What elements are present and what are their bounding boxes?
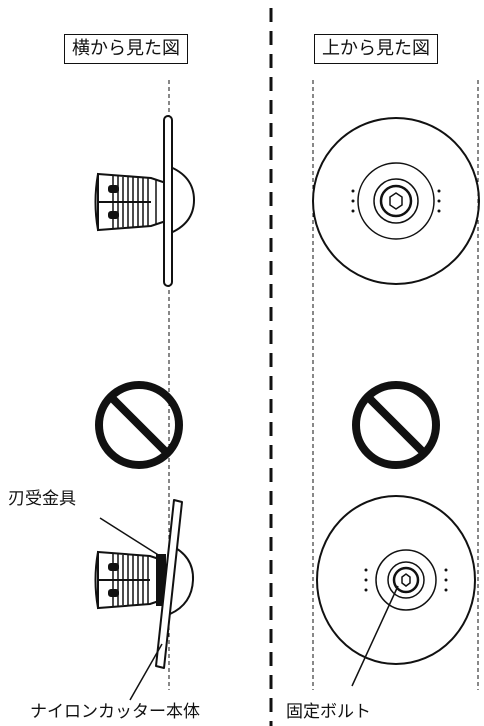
top-view-wrong bbox=[316, 495, 476, 665]
fixing-bolt-label: 固定ボルト bbox=[286, 702, 371, 722]
side-view-correct bbox=[94, 115, 196, 287]
nylon-cutter-side-tilted bbox=[155, 499, 183, 669]
side-view-label: 横から見た図 bbox=[64, 34, 188, 64]
nylon-cutter-side bbox=[163, 115, 173, 287]
nylon-cutter-body-label: ナイロンカッター本体 bbox=[30, 702, 200, 722]
top-view-correct bbox=[312, 117, 480, 285]
side-view-wrong bbox=[94, 499, 195, 669]
top-view-label: 上から見た図 bbox=[314, 34, 438, 64]
leader-lines bbox=[99, 517, 399, 701]
prohibition-icon bbox=[352, 381, 440, 469]
reference-lines bbox=[168, 80, 479, 690]
blade-fitting-shape bbox=[156, 554, 166, 606]
blade-fitting-label: 刃受金具 bbox=[8, 489, 76, 509]
prohibition-icon bbox=[95, 381, 183, 469]
